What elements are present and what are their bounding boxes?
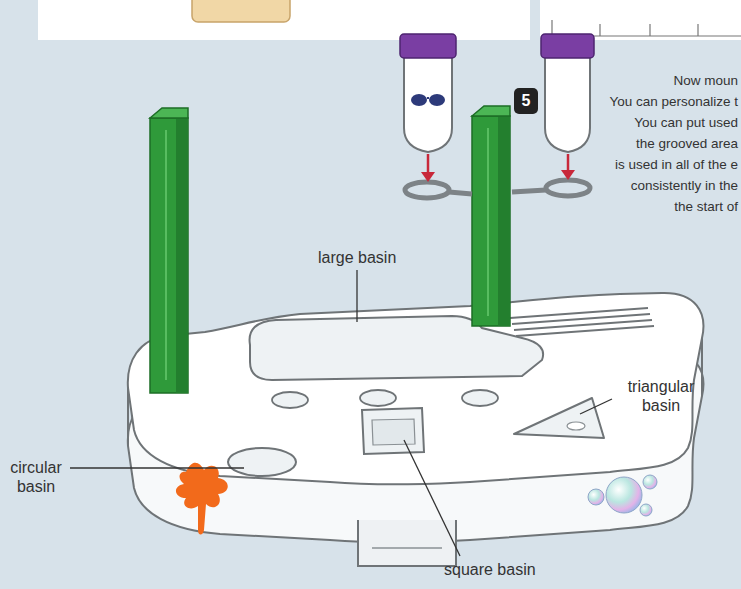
grooves [510, 308, 654, 336]
sponge [192, 0, 290, 22]
tube-holes [272, 390, 498, 408]
clamp [512, 180, 590, 196]
instruction-text: You can personalize t [609, 93, 738, 110]
test-tube [541, 34, 594, 152]
part-label: square basin [444, 560, 536, 579]
instruction-text: consistently in the [631, 177, 738, 194]
clamp [405, 182, 472, 198]
instruction-text: Now moun [673, 72, 738, 89]
bubbles [588, 475, 657, 516]
station-base [128, 293, 704, 566]
triangular-basin [514, 398, 604, 438]
instruction-text: is used in all of the e [615, 156, 738, 173]
instruction-text: the start of [674, 198, 738, 215]
instruction-text: the grooved area [636, 135, 738, 152]
instruction-text: You can put used [634, 114, 738, 131]
circular-basin [228, 448, 296, 476]
square-basin [362, 408, 424, 454]
part-label: triangular basin [615, 377, 707, 415]
green-post [150, 108, 188, 393]
callout-number: 5 [514, 88, 538, 114]
insert-arrow [421, 154, 575, 182]
part-label: large basin [318, 248, 396, 267]
leader-line [70, 270, 612, 556]
part-label: circular basin [2, 458, 70, 496]
green-post [472, 106, 510, 326]
test-tube [400, 34, 456, 152]
splat [176, 463, 228, 535]
